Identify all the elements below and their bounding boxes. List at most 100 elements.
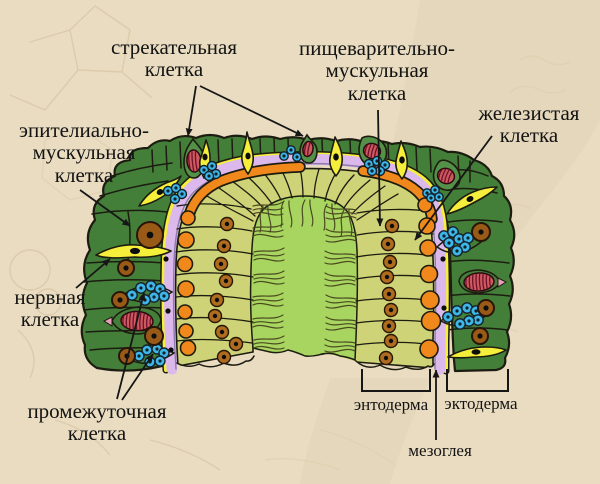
endoderm-cell-boundaries (175, 167, 435, 346)
flagellum (324, 256, 356, 260)
flagellum (323, 203, 328, 231)
intermediate-cell-nucleus (476, 318, 480, 322)
intermediate-cell-nucleus (174, 186, 178, 190)
intermediate-cell-nucleus (458, 322, 462, 326)
label-line: клетка (499, 123, 559, 148)
label-line: мускульная (32, 140, 136, 165)
intermediate-cell-nucleus (425, 191, 429, 195)
callout-stinging-2 (199, 85, 304, 137)
capsule-coil-line (149, 317, 152, 326)
flagellum (252, 292, 284, 298)
capsule-coil-line (468, 276, 471, 289)
flagellum (253, 335, 285, 341)
capsule-coil-line (142, 313, 145, 329)
capsule-coil-line (465, 278, 468, 287)
flagellum (267, 205, 272, 233)
label-ectoderm: эктодерма (444, 394, 517, 413)
muscle-process-circles (176, 197, 442, 359)
nucleolus (117, 297, 123, 303)
label-line: стрекательная (110, 35, 238, 59)
capsule-coil-line (485, 274, 488, 289)
flagellum (325, 316, 357, 322)
flagellum (331, 203, 336, 231)
callout-digestive (376, 109, 384, 227)
intermediate-cell-nucleus (155, 347, 159, 351)
intermediate-cell-nucleus (455, 309, 459, 313)
flagellum (325, 228, 357, 234)
flagellum (325, 300, 357, 304)
nucleolus (386, 323, 392, 329)
label-epithelial-muscular-cell: эпителиально- мускульная клетка (19, 119, 149, 186)
label-line: мезоглея (408, 441, 472, 460)
nucleolus (151, 333, 157, 339)
flagellum (252, 314, 284, 320)
callouts (75, 85, 509, 440)
capsule-coil-line (440, 169, 447, 181)
intermediate-cell-nucleus (465, 306, 469, 310)
capsule-coil-line (489, 276, 492, 287)
label-mesoglea: мезоглея (408, 441, 472, 460)
nucleolus (233, 341, 239, 347)
label-intermediate-cell: промежуточная клетка (27, 400, 166, 445)
flagellum (252, 324, 284, 329)
intermediate-cell-nucleus (467, 319, 471, 323)
nucleolus (483, 305, 489, 311)
capsule-coil-line (191, 151, 195, 172)
label-endoderm: энтодерма (354, 395, 428, 414)
intermediate-cell-nucleus (143, 298, 147, 302)
flagella (252, 199, 357, 353)
intermediate-cell-nucleus (282, 154, 286, 158)
muscle-process-circle (180, 210, 196, 226)
intermediate-cell-nucleus (173, 197, 177, 201)
nematocyst-capsule (186, 149, 202, 173)
callout-nerve (75, 258, 111, 289)
nerve-net-nucleus-dot (165, 308, 171, 314)
flagellum (348, 209, 353, 237)
nerve-net-nucleus-dot (440, 256, 446, 262)
flagellum (252, 298, 284, 302)
intermediate-cell-nucleus (130, 293, 134, 297)
flagellum (324, 348, 356, 353)
intermediate-cell-nucleus (295, 155, 299, 159)
flagellum (325, 205, 357, 211)
flagellum (324, 278, 356, 282)
nucleolus (383, 355, 389, 361)
nucleolus (384, 274, 390, 280)
flagellum (325, 326, 357, 331)
nematocyst-capsule (463, 272, 495, 292)
muscle-process-circle (420, 290, 440, 310)
flagellum (340, 209, 345, 237)
capsule-coil-line (367, 144, 372, 157)
nucleolus (221, 354, 227, 360)
flagellum (252, 233, 284, 238)
label-digestive-muscular-cell: пищеварительно- мускульная клетка (299, 37, 455, 104)
callout-glandular (414, 135, 493, 241)
label-stinging-cell: стрекательная клетка (111, 36, 237, 81)
endoderm-nuclei (207, 216, 400, 366)
label-line: клетка (54, 162, 114, 187)
nematocyst-capsule (362, 142, 382, 160)
intermediate-cell-nucleus (162, 294, 166, 298)
flagellum (252, 320, 284, 324)
flagellum (253, 276, 285, 280)
intermediate-cell-nucleus (447, 241, 451, 245)
flagellum (252, 229, 284, 233)
intermediate-cell-nucleus (152, 295, 156, 299)
flagellum (253, 341, 285, 345)
flagellum (253, 345, 285, 350)
bracket-ectoderm (446, 369, 509, 392)
nucleolus (219, 329, 225, 335)
flagellum (324, 282, 356, 287)
mesoglea-inner-line (172, 163, 437, 370)
intermediate-cell-nucleus (375, 159, 379, 163)
intermediate-cell-nucleus (289, 148, 293, 152)
intermediate-cell-nucleus (433, 188, 437, 192)
capsule-coil-line (125, 313, 128, 327)
flagellum (253, 247, 285, 253)
endoderm-layer (174, 161, 442, 378)
muscle-process-circle (177, 280, 195, 298)
flagellum (253, 280, 285, 285)
nucleolus (385, 241, 391, 247)
capsule-coil-line (447, 171, 453, 183)
